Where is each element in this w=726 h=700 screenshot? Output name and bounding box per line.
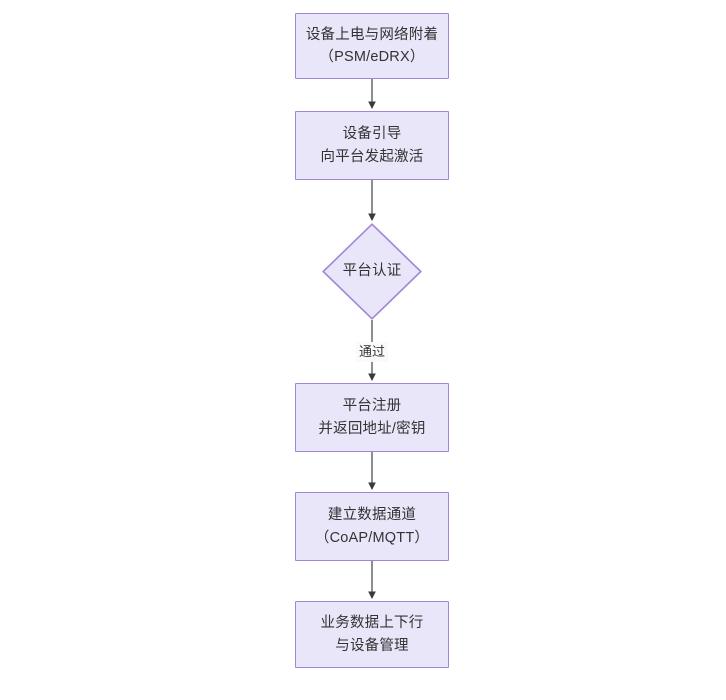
flow-node-platform-auth-decision[interactable]: 平台认证 <box>322 223 422 320</box>
flow-node-label: 业务数据上下行 与设备管理 <box>320 615 424 654</box>
edge-label-pass: 通过 <box>355 341 389 363</box>
diamond-shape-icon <box>322 223 422 320</box>
flow-node-device-bootstrap[interactable]: 设备引导 向平台发起激活 <box>295 111 449 180</box>
flow-node-label: 设备引导 向平台发起激活 <box>320 126 424 165</box>
flow-node-label: 设备上电与网络附着 （PSM/eDRX） <box>305 26 439 65</box>
flow-node-label: 平台注册 并返回地址/密钥 <box>318 398 426 437</box>
flow-node-power-on[interactable]: 设备上电与网络附着 （PSM/eDRX） <box>295 13 449 79</box>
flow-node-label: 建立数据通道 （CoAP/MQTT） <box>314 507 430 546</box>
flow-node-data-channel[interactable]: 建立数据通道 （CoAP/MQTT） <box>295 492 449 561</box>
flow-node-business-data[interactable]: 业务数据上下行 与设备管理 <box>295 601 449 668</box>
flow-node-label: 平台认证 <box>342 263 402 280</box>
flow-node-platform-register[interactable]: 平台注册 并返回地址/密钥 <box>295 383 449 452</box>
